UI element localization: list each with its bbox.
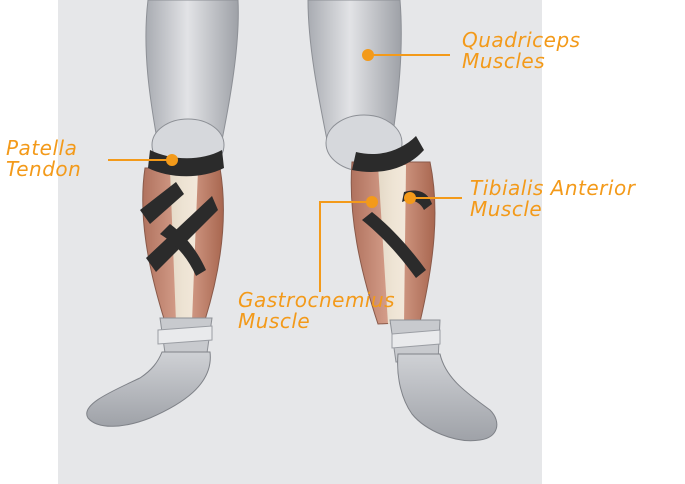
quadriceps-label: Quadriceps Muscles: [462, 30, 581, 72]
patella-label-line1: Patella: [6, 138, 81, 159]
gastrocnemius-label-line2: Muscle: [238, 311, 395, 332]
gastrocnemius-label: Gastrocnemius Muscle: [238, 290, 395, 332]
tibialis-label: Tibialis Anterior Muscle: [470, 178, 635, 220]
quadriceps-label-line1: Quadriceps: [462, 30, 581, 51]
tibialis-label-line2: Muscle: [470, 199, 635, 220]
patella-label: Patella Tendon: [6, 138, 81, 180]
quadriceps-label-line2: Muscles: [462, 51, 581, 72]
left-leg: [87, 0, 239, 426]
patella-label-line2: Tendon: [6, 159, 81, 180]
gastrocnemius-label-line1: Gastrocnemius: [238, 290, 395, 311]
tibialis-label-line1: Tibialis Anterior: [470, 178, 635, 199]
left-foot: [87, 352, 211, 426]
right-foot: [398, 354, 497, 441]
